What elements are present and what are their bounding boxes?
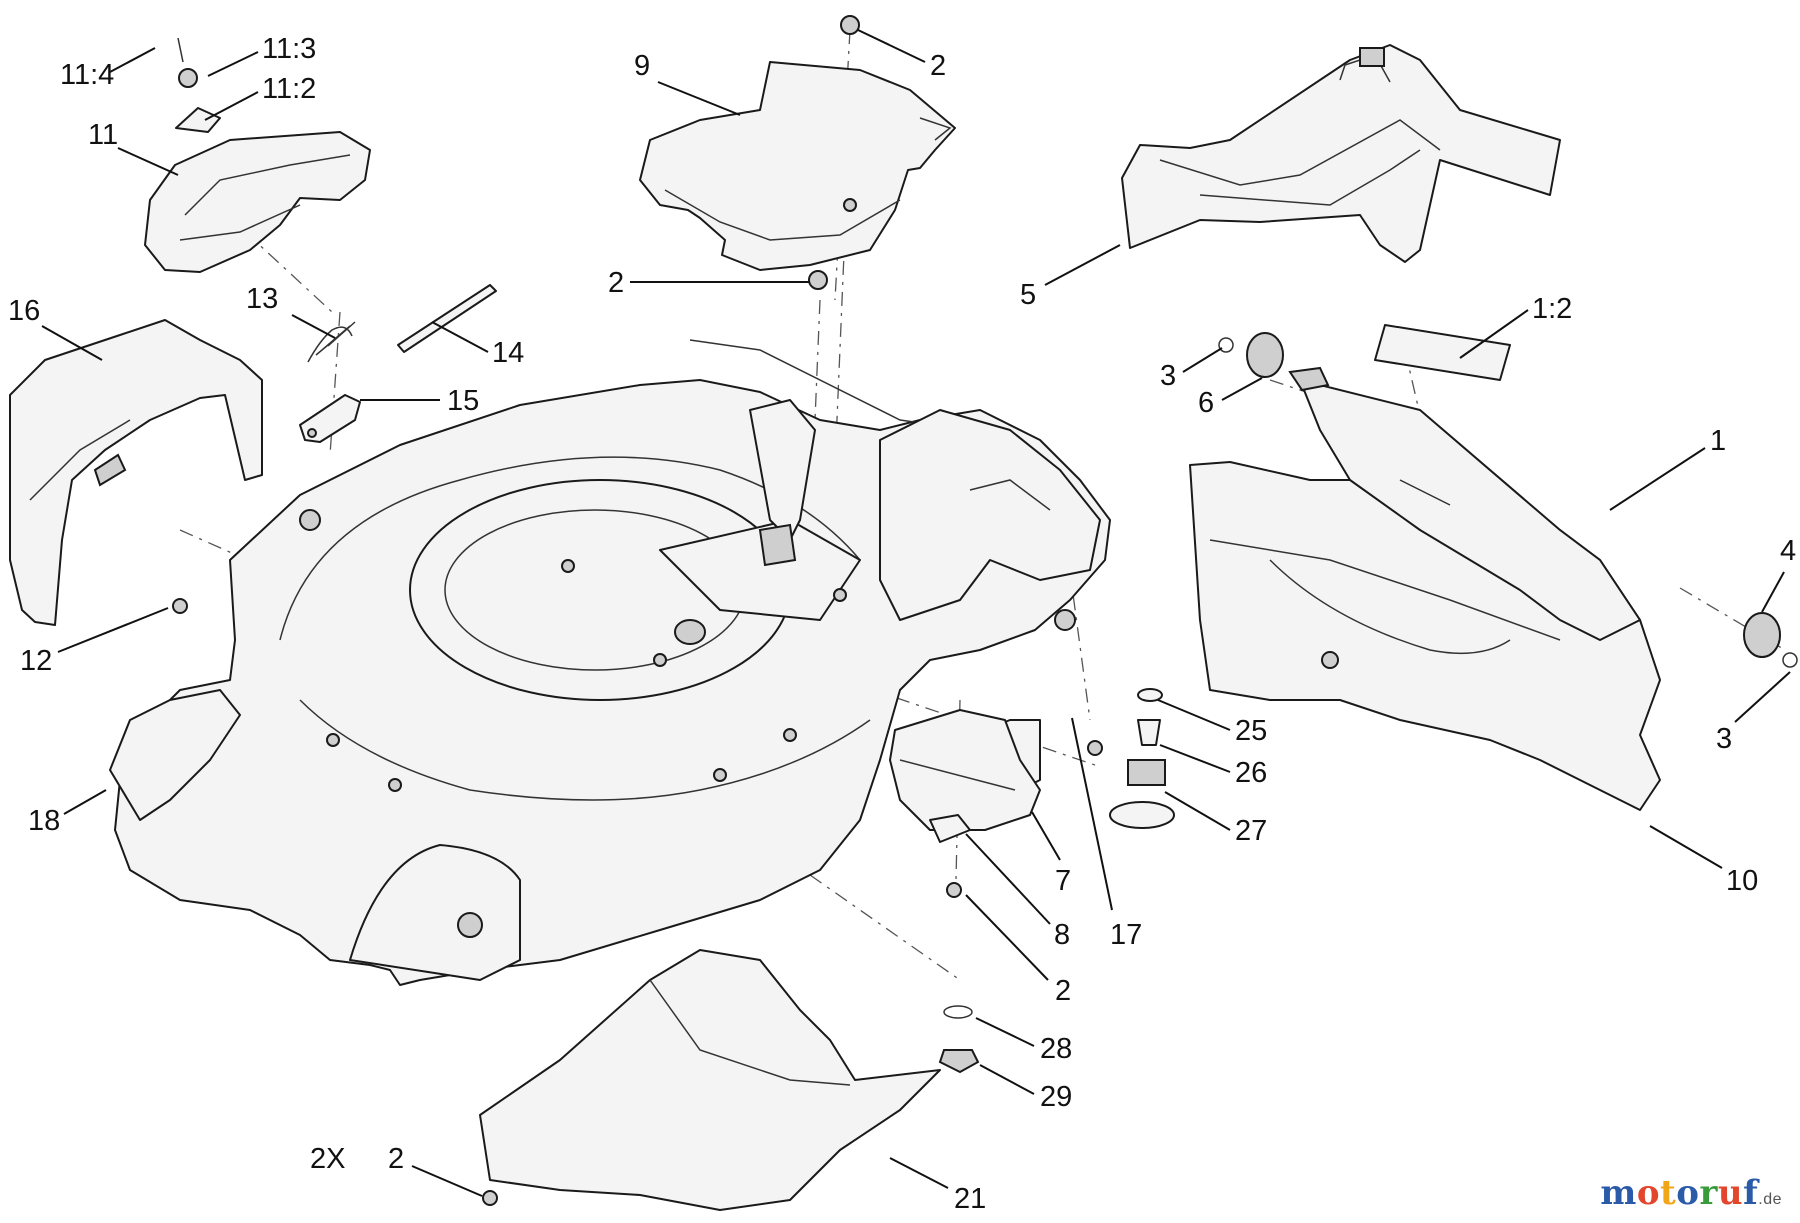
callout-c-5: 5 (1020, 279, 1036, 311)
top-deflector-plate (639, 61, 956, 271)
handle-assembly (1288, 324, 1641, 641)
leader-line-c-27 (1164, 791, 1231, 831)
watermark-letter: o (1636, 1173, 1661, 1213)
leader-line-c-11-3 (207, 51, 259, 77)
callout-c-11-3: 11:3 (262, 33, 316, 65)
callout-c-2a: 2 (930, 50, 946, 82)
leader-line-c-18 (63, 789, 107, 815)
callout-c-21: 21 (954, 1183, 986, 1215)
watermark-letter: o (1676, 1173, 1700, 1213)
leader-line-c-12 (57, 607, 169, 653)
motoruf-watermark-logo: motoruf.de (1600, 1173, 1782, 1213)
callout-c-25: 25 (1235, 715, 1267, 747)
callout-c-29: 29 (1040, 1081, 1072, 1113)
front-deflector (479, 949, 941, 1211)
callout-c-11: 11 (88, 119, 118, 151)
handle-bracket (144, 37, 371, 273)
leader-line-c-9 (657, 81, 741, 116)
callout-c-12: 12 (20, 645, 52, 677)
callout-c-17: 17 (1110, 919, 1142, 951)
leader-line-c-3b (1734, 671, 1791, 723)
callout-c-13: 13 (246, 283, 278, 315)
leader-line-c-2c (965, 894, 1049, 981)
leader-line-c-3a (1182, 347, 1223, 373)
callout-c-16: 16 (8, 295, 40, 327)
leader-line-c-5 (1044, 244, 1121, 286)
callout-c-14: 14 (492, 337, 524, 369)
leader-line-c-29 (979, 1064, 1035, 1095)
leader-line-c-17 (1071, 717, 1113, 911)
leader-line-c-1-2 (1459, 309, 1529, 359)
leader-line-c-21 (889, 1157, 949, 1189)
wheel-hub-stack (1109, 688, 1175, 829)
hinge-springs (1218, 332, 1798, 668)
watermark-tld: .de (1758, 1191, 1782, 1208)
leader-line-c-16 (41, 325, 103, 361)
callout-c-28: 28 (1040, 1033, 1072, 1065)
rear-chute-housing (1121, 44, 1561, 263)
callout-c-10: 10 (1726, 865, 1758, 897)
watermark-letter: r (1699, 1173, 1718, 1213)
callout-c-4: 4 (1780, 535, 1796, 567)
callout-c-2d: 2 (388, 1143, 404, 1175)
left-side-cover (9, 319, 263, 626)
leader-line-c-4 (1761, 571, 1785, 613)
callout-c-9: 9 (634, 50, 650, 82)
callout-c-6: 6 (1198, 387, 1214, 419)
callout-c-1: 1 (1710, 425, 1726, 457)
callout-c-2b: 2 (608, 267, 624, 299)
leader-line-c-13 (291, 314, 336, 339)
rear-flap (889, 709, 1041, 843)
leader-line-c-8 (965, 833, 1051, 925)
callout-c-3b: 3 (1716, 723, 1732, 755)
leader-line-c-1 (1609, 447, 1706, 511)
watermark-letter: u (1717, 1173, 1744, 1213)
callout-c-27: 27 (1235, 815, 1267, 847)
watermark-letter: m (1600, 1173, 1637, 1213)
leader-line-c-11-4 (109, 47, 156, 73)
leader-line-c-2d (411, 1165, 483, 1197)
leader-line-c-7 (1031, 811, 1061, 861)
callout-c-26: 26 (1235, 757, 1267, 789)
callout-c-8: 8 (1054, 919, 1070, 951)
callout-c-2x: 2X (310, 1143, 345, 1175)
callout-c-15: 15 (447, 385, 479, 417)
callout-c-3a: 3 (1160, 360, 1176, 392)
callout-c-11-2: 11:2 (262, 73, 316, 105)
callout-c-2c: 2 (1055, 975, 1071, 1007)
spring-rod-bracket (299, 284, 497, 443)
leader-line-c-11-2 (204, 91, 259, 121)
leader-line-c-28 (975, 1017, 1035, 1047)
fasteners (172, 15, 1103, 1206)
watermark-letters: motoruf (1600, 1173, 1758, 1213)
watermark-letter: f (1743, 1173, 1759, 1213)
callout-c-11-4: 11:4 (60, 59, 114, 91)
callout-c-7: 7 (1055, 865, 1071, 897)
leader-line-c-25 (1157, 699, 1231, 731)
leader-line-c-10 (1649, 825, 1723, 869)
leader-line-c-2a (857, 29, 926, 63)
watermark-letter: t (1660, 1173, 1677, 1213)
leader-line-c-14 (431, 321, 489, 353)
leader-line-c-26 (1159, 744, 1231, 773)
callout-c-18: 18 (28, 805, 60, 837)
leader-line-c-11 (117, 147, 179, 176)
mower-deck (109, 339, 1111, 986)
leader-line-c-6 (1221, 377, 1263, 401)
callout-c-1-2: 1:2 (1532, 293, 1572, 325)
